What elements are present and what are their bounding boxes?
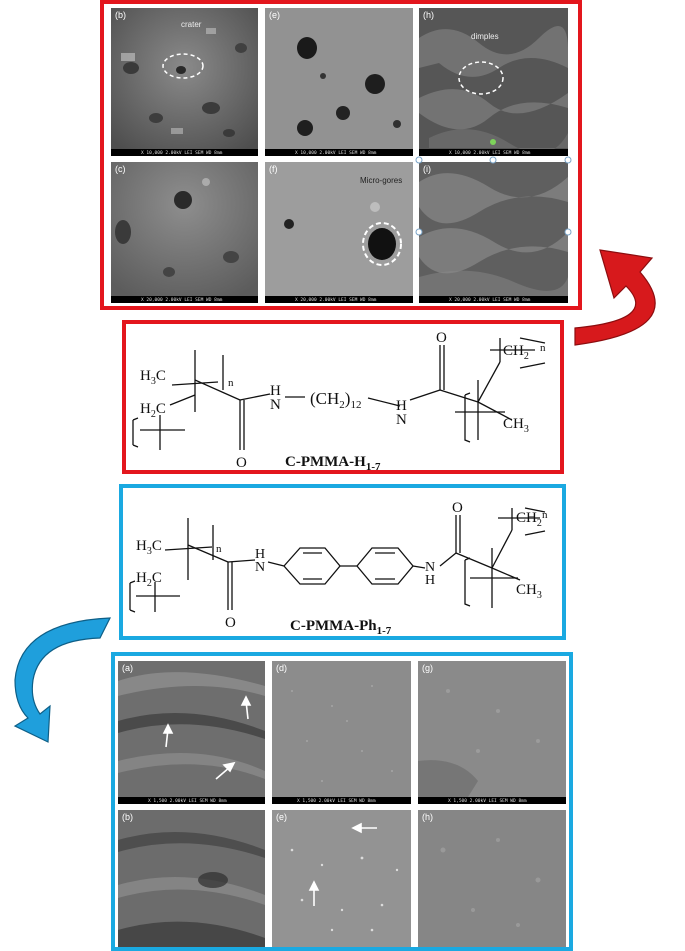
sem-tile-h-bottom: (h) bbox=[418, 810, 566, 947]
sem-scalebar-f: X 20,000 2.00kV LEI SEM WD 8mm bbox=[265, 296, 413, 303]
sem-tile-b: (b) crater X 10,000 2.00kV LEI SEM WD 8m… bbox=[111, 8, 258, 156]
sem-tile-b-bottom: (b) bbox=[118, 810, 265, 947]
crater-annotation: crater bbox=[181, 20, 202, 29]
sem-texture-b-bottom bbox=[118, 810, 265, 947]
sem-texture-g-bottom bbox=[418, 661, 566, 804]
top-sem-panel bbox=[100, 0, 582, 310]
tile-label-c: (c) bbox=[115, 164, 126, 174]
sem-tile-g-bottom: (g) X 1,500 2.00kV LEI SEM WD 8mm bbox=[418, 661, 566, 804]
nh1-h-ph: H bbox=[255, 547, 265, 562]
o1-label-ph: O bbox=[225, 615, 236, 631]
name-h: C-PMMA-H1-7 bbox=[285, 454, 381, 473]
nh1-n-ph: N bbox=[255, 560, 265, 575]
micro-gores-annotation: Micro-gores bbox=[360, 176, 403, 185]
sem-tile-e-bottom: (e) bbox=[272, 810, 411, 947]
ch2-right-h: CH2 bbox=[503, 343, 529, 362]
sem-texture-d-bottom bbox=[272, 661, 411, 804]
tile-label-b: (b) bbox=[115, 10, 126, 20]
ch3-right-h: CH3 bbox=[503, 416, 529, 435]
o1-label-h: O bbox=[236, 455, 247, 471]
ch2-right-ph: CH2 bbox=[516, 510, 542, 529]
tile-label-f: (f) bbox=[269, 164, 278, 174]
n-right-ph: n bbox=[542, 509, 548, 521]
h2c-label-ph: H2C bbox=[136, 570, 162, 589]
sem-texture-a-bottom bbox=[118, 661, 265, 804]
n-left-ph: n bbox=[216, 543, 222, 555]
nh2-h-h: H bbox=[396, 398, 407, 414]
sem-texture-e bbox=[265, 8, 413, 156]
h3c-label-ph: H3C bbox=[136, 538, 162, 557]
nh1-label-h: H bbox=[270, 383, 281, 399]
tile-label-i: (i) bbox=[423, 164, 431, 174]
sem-texture-h bbox=[419, 8, 568, 156]
sem-texture-e-bottom bbox=[272, 810, 411, 947]
n-right-h: n bbox=[540, 342, 546, 354]
sem-scalebar-a: X 1,500 2.00kV LEI SEM WD 8mm bbox=[118, 797, 265, 804]
nh2-n-h: N bbox=[396, 412, 407, 428]
bottom-sem-panel bbox=[111, 652, 573, 951]
n-left-h: n bbox=[228, 377, 234, 389]
tile-label-g: (g) bbox=[422, 663, 433, 673]
sem-tile-a-bottom: (a) X 1,500 2.00kV LEI SEM WD 8mm bbox=[118, 661, 265, 804]
h2c-label-h: H2C bbox=[140, 401, 166, 420]
nh2-h-ph: H bbox=[425, 573, 435, 588]
tile-label-b-bottom: (b) bbox=[122, 812, 133, 822]
sem-scalebar-b: X 10,000 2.00kV LEI SEM WD 8mm bbox=[111, 149, 258, 156]
sem-tile-i: (i) X 20,000 2.00kV LEI SEM WD 8mm bbox=[419, 162, 568, 303]
sem-scalebar-e: X 10,000 2.00kV LEI SEM WD 8mm bbox=[265, 149, 413, 156]
sem-scalebar-c: X 20,000 2.00kV LEI SEM WD 8mm bbox=[111, 296, 258, 303]
sem-scalebar-i: X 20,000 2.00kV LEI SEM WD 8mm bbox=[419, 296, 568, 303]
sem-tile-e: (e) X 10,000 2.00kV LEI SEM WD 8mm bbox=[265, 8, 413, 156]
sem-texture-b bbox=[111, 8, 258, 156]
sem-texture-i bbox=[419, 162, 568, 303]
tile-label-h: (h) bbox=[423, 10, 434, 20]
tile-label-h-bottom: (h) bbox=[422, 812, 433, 822]
tile-label-e-bottom: (e) bbox=[276, 812, 287, 822]
nh2-n-ph: N bbox=[425, 560, 435, 575]
tile-label-d: (d) bbox=[276, 663, 287, 673]
dimples-annotation: dimples bbox=[471, 32, 499, 41]
sem-scalebar-d: X 1,500 2.00kV LEI SEM WD 8mm bbox=[272, 797, 411, 804]
sem-tile-d-bottom: (d) X 1,500 2.00kV LEI SEM WD 8mm bbox=[272, 661, 411, 804]
sem-scalebar-g: X 1,500 2.00kV LEI SEM WD 8mm bbox=[418, 797, 566, 804]
sem-tile-c: (c) X 20,000 2.00kV LEI SEM WD 8mm bbox=[111, 162, 258, 303]
tile-label-e: (e) bbox=[269, 10, 280, 20]
sem-tile-h: (h) dimples X 10,000 2.00kV LEI SEM WD 8… bbox=[419, 8, 568, 156]
h3c-label-h: H3C bbox=[140, 368, 166, 387]
sem-texture-h-bottom bbox=[418, 810, 566, 947]
nh1-n-h: N bbox=[270, 397, 281, 413]
ch3-right-ph: CH3 bbox=[516, 582, 542, 601]
structure-ph-box bbox=[119, 484, 566, 640]
name-ph: C-PMMA-Ph1-7 bbox=[290, 618, 392, 637]
sem-texture-c bbox=[111, 162, 258, 303]
o2-label-ph: O bbox=[452, 500, 463, 516]
structure-h-box bbox=[122, 320, 564, 474]
tile-label-a: (a) bbox=[122, 663, 133, 673]
sem-tile-f: (f) Micro-gores X 20,000 2.00kV LEI SEM … bbox=[265, 162, 413, 303]
chain-label-h: (CH2)12 bbox=[310, 389, 361, 411]
sem-scalebar-h: X 10,000 2.00kV LEI SEM WD 8mm bbox=[419, 149, 568, 156]
sem-texture-f bbox=[265, 162, 413, 303]
o2-label-h: O bbox=[436, 330, 447, 346]
